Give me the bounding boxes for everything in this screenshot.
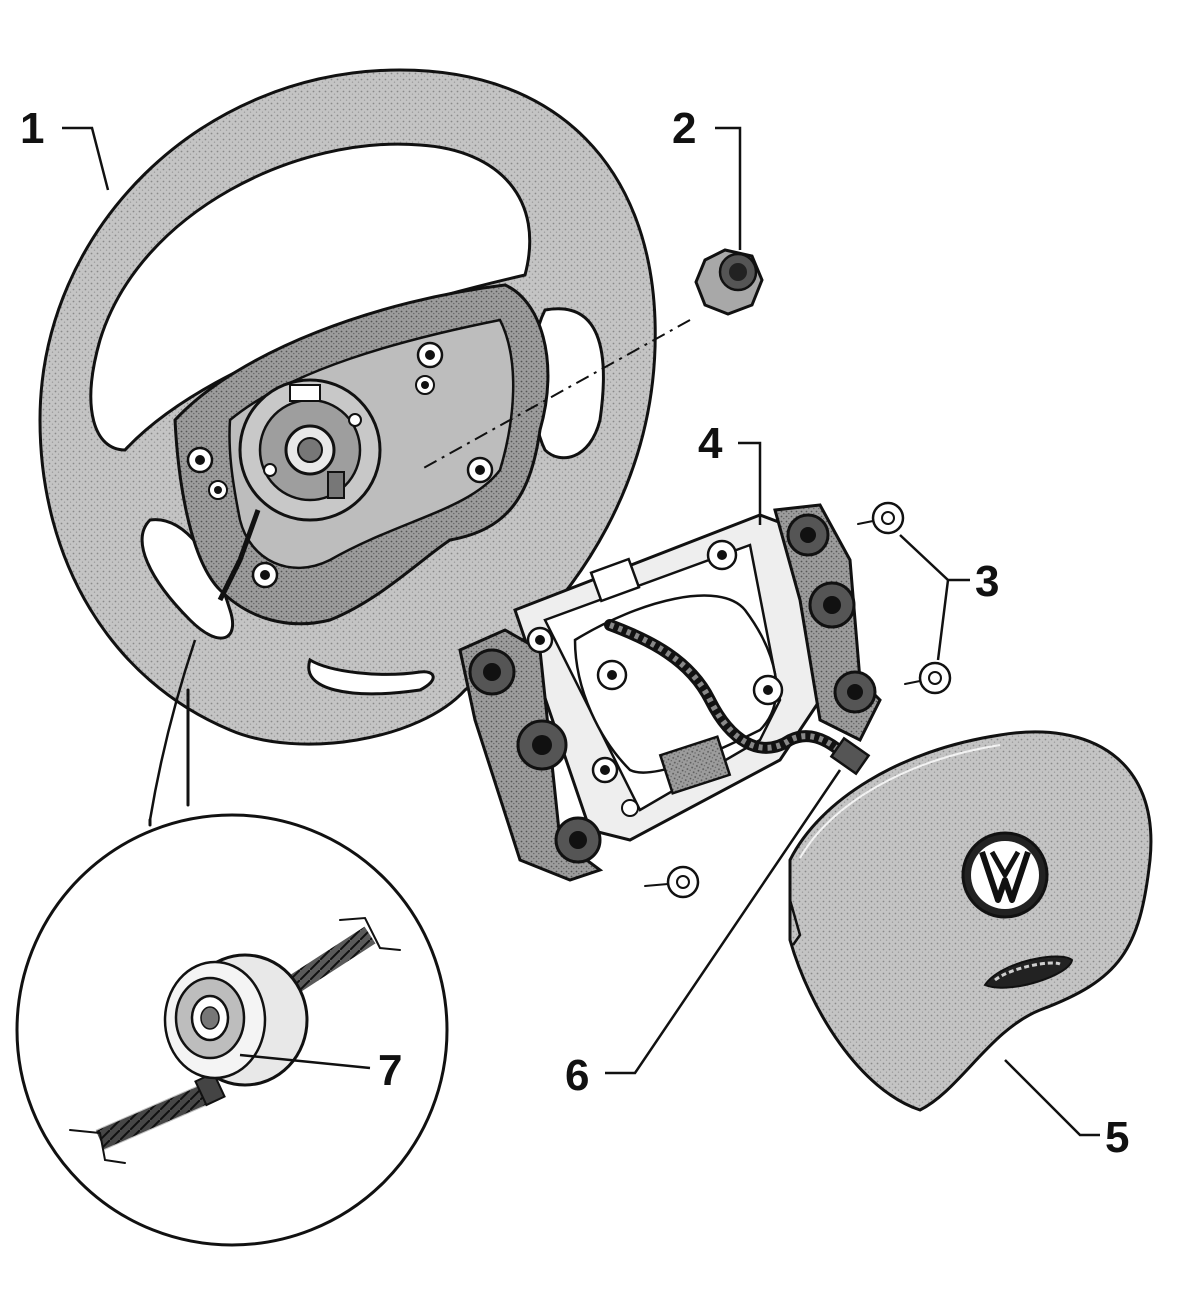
- wiring-harness-icon: [604, 619, 871, 776]
- hub-bolt-group: [186, 341, 494, 589]
- nut-axis-line: [419, 319, 691, 471]
- callout-6: 6: [565, 1051, 589, 1100]
- callout-7: 7: [378, 1046, 402, 1095]
- callout-5: 5: [1105, 1113, 1129, 1162]
- callout-3: 3: [975, 557, 999, 606]
- callout-1: 1: [20, 104, 44, 153]
- airbag-unit-icon: [788, 730, 1153, 1112]
- callout-labels: 1 2 3 4 5 6 7: [20, 104, 1129, 1162]
- hex-nut-icon: [694, 248, 764, 316]
- button-bracket-icon: [458, 503, 882, 882]
- leader-lines: [62, 126, 1100, 1137]
- callout-4: 4: [698, 419, 723, 468]
- connector-detail-icon: [15, 639, 449, 1247]
- callout-2: 2: [672, 104, 696, 153]
- screw-icon: [644, 501, 952, 899]
- steering-wheel-icon: [38, 68, 657, 746]
- vw-logo-icon: [961, 831, 1049, 919]
